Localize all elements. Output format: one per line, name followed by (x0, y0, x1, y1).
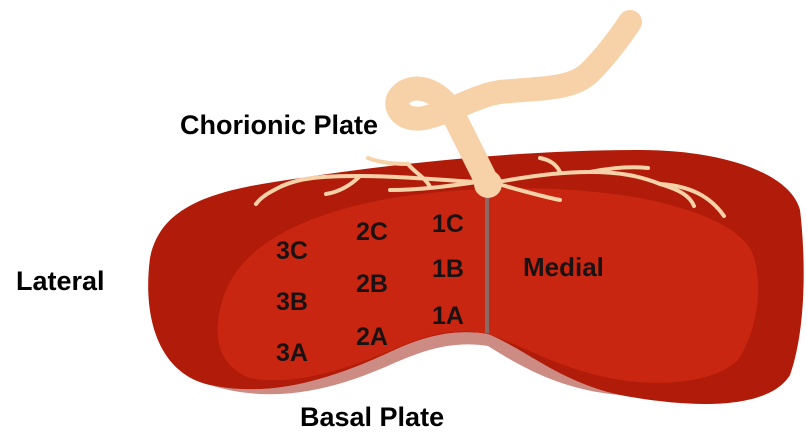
region-3C-label: 3C (276, 239, 308, 264)
region-2A-label: 2A (356, 325, 388, 350)
chorionic-plate-label: Chorionic Plate (180, 112, 378, 139)
basal-plate-label: Basal Plate (300, 404, 444, 431)
cord-insertion (474, 170, 502, 198)
region-2B-label: 2B (356, 272, 388, 297)
medial-label: Medial (523, 254, 604, 280)
region-3A-label: 3A (276, 341, 308, 366)
region-3B-label: 3B (276, 290, 308, 315)
region-1A-label: 1A (432, 304, 464, 329)
region-1C-label: 1C (432, 212, 464, 237)
lateral-label: Lateral (16, 268, 105, 295)
region-2C-label: 2C (356, 220, 388, 245)
region-1B-label: 1B (432, 257, 464, 282)
